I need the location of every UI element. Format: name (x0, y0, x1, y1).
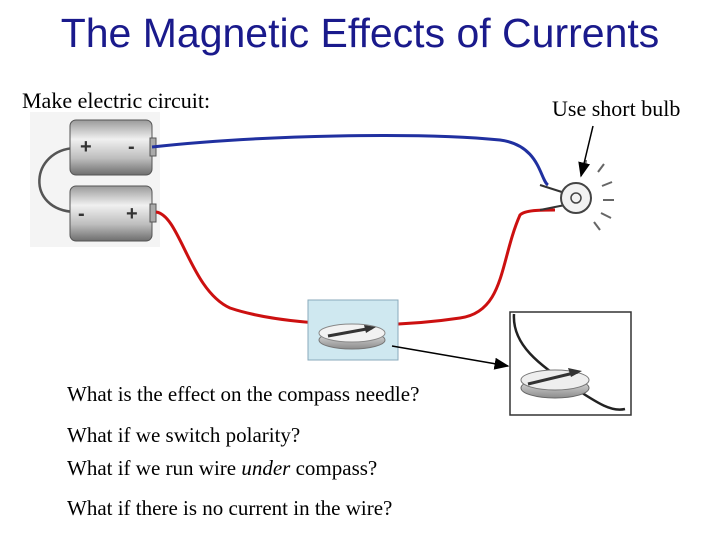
make-circuit-label: Make electric circuit: (22, 88, 211, 113)
battery-link-wire (38, 146, 76, 214)
battery-icon: - + (69, 185, 157, 242)
question-no-current: What if there is no current in the wire? (67, 496, 393, 520)
battery-bottom-left-sign: - (78, 203, 85, 225)
question-switch-polarity: What if we switch polarity? (67, 423, 301, 447)
bulb-icon (539, 159, 614, 231)
question-wire-under-compass: What if we run wire under compass? (67, 456, 377, 481)
bulb-label: Use short bulb (552, 96, 681, 121)
positive-wire (155, 208, 556, 327)
question-wire-under-emphasis: under (241, 456, 291, 480)
battery-top-right-sign: - (128, 136, 135, 158)
question-wire-under-prefix: What if we run wire (67, 456, 242, 480)
negative-wire (151, 134, 550, 187)
slide-title: The Magnetic Effects of Currents (60, 10, 660, 56)
compass-zoom-arrow (391, 345, 510, 370)
battery-bottom-right-sign: + (126, 203, 138, 225)
bulb-pointer-arrow (578, 125, 594, 178)
compass-icon (307, 299, 399, 361)
question-effect-on-needle: What is the effect on the compass needle… (67, 382, 420, 406)
question-wire-under-suffix: compass? (290, 456, 378, 480)
compass-zoom-panel (509, 311, 632, 416)
battery-icon: + - (69, 119, 157, 176)
battery-top-left-sign: + (80, 136, 92, 158)
